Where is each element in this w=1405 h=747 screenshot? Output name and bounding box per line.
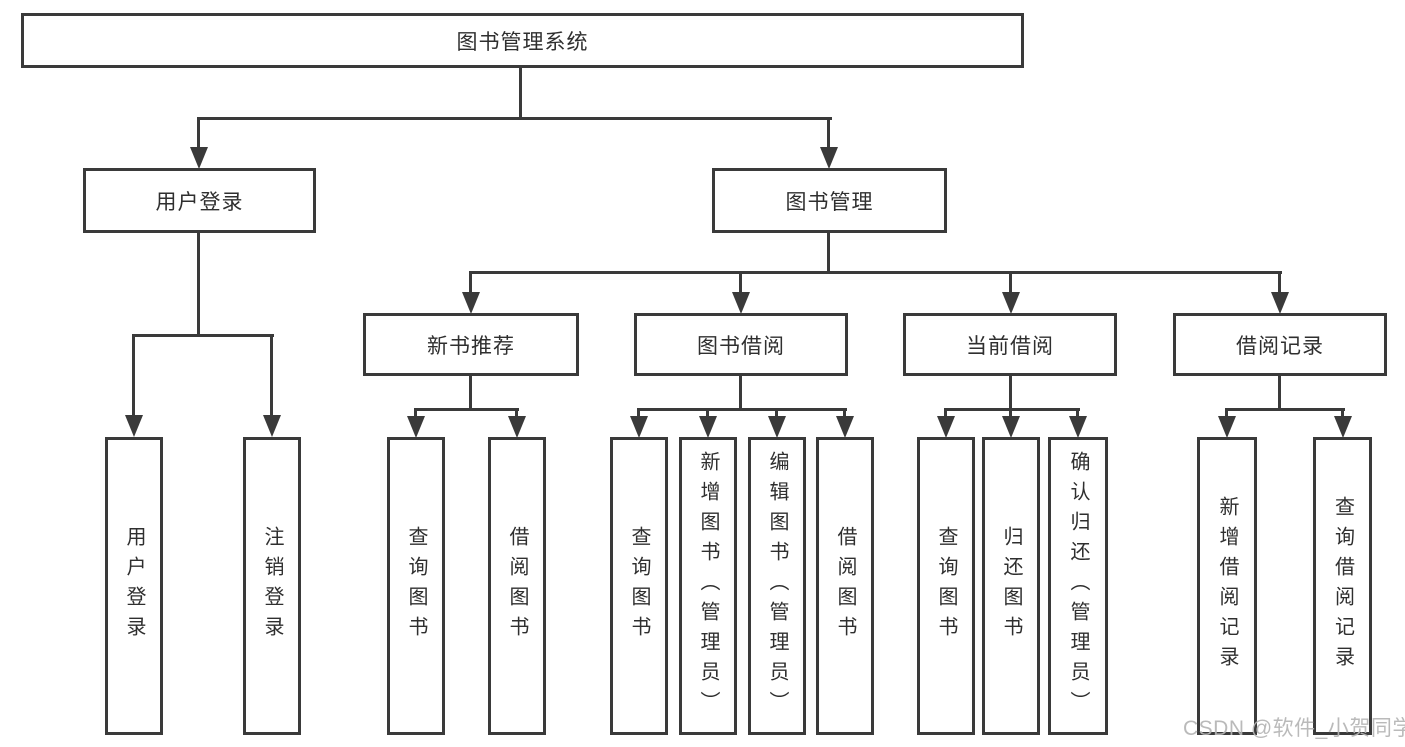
leaf-user-login: 用户登录 — [105, 437, 163, 735]
arrow-down-icon — [699, 416, 717, 438]
node-book-borrowing: 图书借阅 — [634, 313, 848, 376]
connector-line — [706, 408, 709, 419]
connector-line — [197, 231, 200, 337]
leaf-confirm-return-admin: 确认归还（管理员） — [1048, 437, 1108, 735]
arrow-down-icon — [1218, 416, 1236, 438]
arrow-down-icon — [768, 416, 786, 438]
node-book-management: 图书管理 — [712, 168, 947, 233]
connector-line — [469, 271, 1282, 274]
leaf-label: 归还图书 — [1000, 526, 1022, 646]
leaf-logout: 注销登录 — [243, 437, 301, 735]
connector-line — [414, 408, 417, 419]
arrow-down-icon — [508, 416, 526, 438]
arrow-down-icon — [937, 416, 955, 438]
leaf-label: 查询图书 — [405, 526, 427, 646]
connector-line — [827, 117, 830, 151]
arrow-down-icon — [263, 415, 281, 437]
connector-line — [739, 374, 742, 411]
connector-line — [944, 408, 1080, 411]
connector-line — [469, 374, 472, 411]
connector-line — [1076, 408, 1079, 419]
arrow-down-icon — [1334, 416, 1352, 438]
leaf-query-books-borrowing: 查询图书 — [610, 437, 668, 735]
connector-line — [843, 408, 846, 419]
arrow-down-icon — [407, 416, 425, 438]
connector-line — [414, 408, 519, 411]
leaf-label: 用户登录 — [123, 526, 145, 646]
leaf-label: 查询图书 — [628, 526, 650, 646]
arrow-down-icon — [125, 415, 143, 437]
arrow-down-icon — [1271, 292, 1289, 314]
arrow-down-icon — [836, 416, 854, 438]
connector-line — [1278, 374, 1281, 411]
node-new-book-recommend: 新书推荐 — [363, 313, 579, 376]
connector-line — [519, 66, 522, 120]
connector-line — [1341, 408, 1344, 419]
leaf-query-books-current: 查询图书 — [917, 437, 975, 735]
connector-line — [197, 117, 832, 120]
arrow-down-icon — [462, 292, 480, 314]
leaf-label: 新增图书（管理员） — [697, 451, 719, 721]
connector-line — [944, 408, 947, 419]
arrow-down-icon — [732, 292, 750, 314]
connector-line — [827, 231, 830, 274]
connector-line — [1278, 271, 1281, 294]
watermark-text: CSDN @软件_小贺同学 — [1183, 717, 1405, 740]
connector-line — [739, 271, 742, 294]
connector-line — [1225, 408, 1228, 419]
leaf-add-books-admin: 新增图书（管理员） — [679, 437, 737, 735]
leaf-add-borrow-record: 新增借阅记录 — [1197, 437, 1257, 735]
leaf-label: 借阅图书 — [834, 526, 856, 646]
connector-line — [1009, 374, 1012, 411]
connector-line — [637, 408, 847, 411]
leaf-label: 确认归还（管理员） — [1067, 451, 1089, 721]
leaf-label: 查询借阅记录 — [1331, 496, 1354, 676]
connector-line — [469, 271, 472, 294]
leaf-edit-books-admin: 编辑图书（管理员） — [748, 437, 806, 735]
leaf-label: 查询图书 — [935, 526, 957, 646]
connector-line — [637, 408, 640, 419]
node-library-management-system: 图书管理系统 — [21, 13, 1024, 68]
leaf-query-borrow-record: 查询借阅记录 — [1313, 437, 1372, 735]
node-current-borrowing: 当前借阅 — [903, 313, 1117, 376]
leaf-borrow-books-recommend: 借阅图书 — [488, 437, 546, 735]
arrow-down-icon — [820, 147, 838, 169]
connector-line — [197, 117, 200, 151]
arrow-down-icon — [630, 416, 648, 438]
connector-line — [132, 334, 274, 337]
arrow-down-icon — [1002, 292, 1020, 314]
leaf-label: 注销登录 — [261, 526, 283, 646]
arrow-down-icon — [1069, 416, 1087, 438]
connector-line — [1009, 271, 1012, 294]
leaf-return-books: 归还图书 — [982, 437, 1040, 735]
node-user-login: 用户登录 — [83, 168, 316, 233]
leaf-label: 新增借阅记录 — [1216, 496, 1238, 676]
leaf-label: 编辑图书（管理员） — [766, 451, 788, 721]
arrow-down-icon — [1002, 416, 1020, 438]
leaf-label: 借阅图书 — [506, 526, 528, 646]
connector-line — [270, 334, 273, 418]
node-borrowing-records: 借阅记录 — [1173, 313, 1387, 376]
connector-line — [132, 334, 135, 418]
connector-line — [775, 408, 778, 419]
connector-line — [1009, 408, 1012, 419]
leaf-query-books-recommend: 查询图书 — [387, 437, 445, 735]
leaf-borrow-books-borrowing: 借阅图书 — [816, 437, 874, 735]
connector-line — [1225, 408, 1345, 411]
arrow-down-icon — [190, 147, 208, 169]
connector-line — [515, 408, 518, 419]
